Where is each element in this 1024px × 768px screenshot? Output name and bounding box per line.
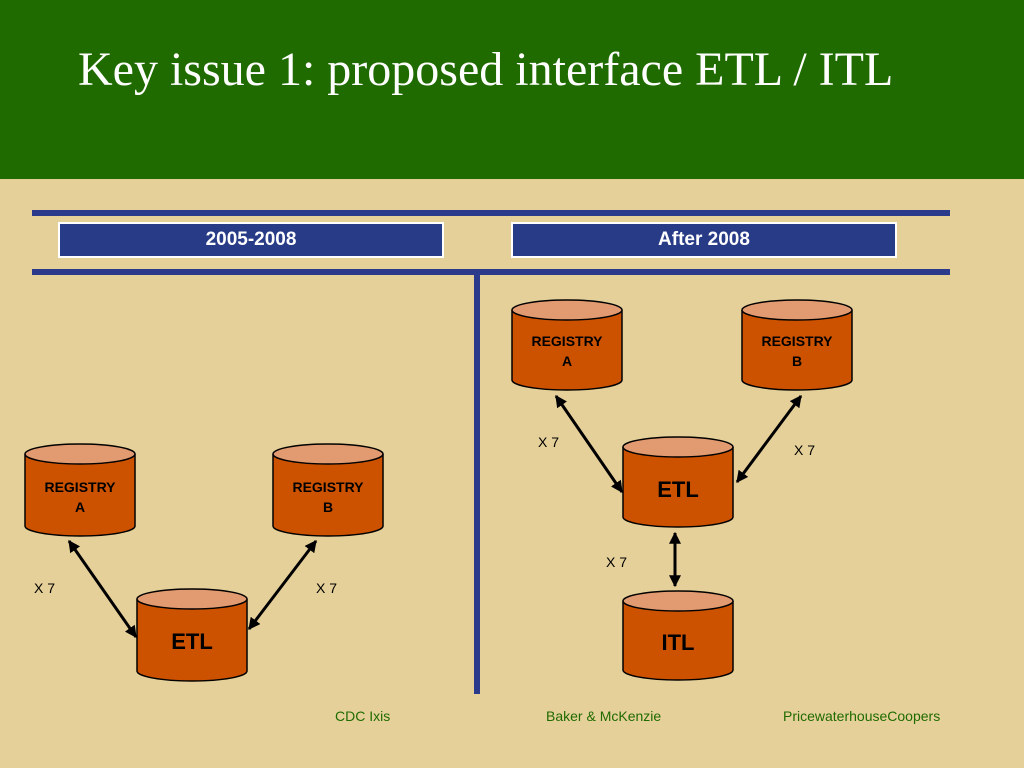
header-left: 2005-2008 [58, 222, 444, 258]
top-divider [32, 210, 950, 216]
left-registry-b-label: REGISTRY [292, 479, 364, 495]
header-right: After 2008 [511, 222, 897, 258]
right-registry-a-cylinder: REGISTRY A [511, 299, 623, 391]
left-registry-b-sublabel: B [323, 499, 333, 515]
column-divider [474, 272, 480, 694]
left-x7-label-a: X 7 [34, 580, 55, 596]
left-registry-a-label: REGISTRY [44, 479, 116, 495]
right-etl-cylinder: ETL [622, 436, 734, 528]
right-registry-b-cylinder: REGISTRY B [741, 299, 853, 391]
right-etl-label: ETL [657, 477, 699, 502]
footer-left: CDC Ixis [335, 708, 391, 724]
right-registry-b-sublabel: B [792, 353, 802, 369]
right-registry-a-sublabel: A [562, 353, 572, 369]
header-divider [32, 269, 950, 275]
right-registry-b-label: REGISTRY [761, 333, 833, 349]
left-etl-label: ETL [171, 629, 213, 654]
right-x7-label-a: X 7 [538, 434, 559, 450]
left-arrow-registry-b-etl [247, 540, 318, 630]
title-bar: Key issue 1: proposed interface ETL / IT… [0, 0, 1024, 179]
left-x7-label-b: X 7 [316, 580, 337, 596]
footer-right: PricewaterhouseCoopers [783, 708, 941, 724]
left-etl-cylinder: ETL [136, 588, 248, 682]
right-x7-label-b: X 7 [794, 442, 815, 458]
left-registry-a-cylinder: REGISTRY A [24, 443, 136, 537]
right-itl-label: ITL [662, 630, 695, 655]
right-registry-a-label: REGISTRY [531, 333, 603, 349]
right-itl-cylinder: ITL [622, 590, 734, 681]
footer-center: Baker & McKenzie [546, 708, 662, 724]
right-arrow-registry-a-etl [554, 395, 624, 493]
slide-title: Key issue 1: proposed interface ETL / IT… [78, 43, 894, 96]
left-registry-b-cylinder: REGISTRY B [272, 443, 384, 537]
right-x7-label-itl: X 7 [606, 554, 627, 570]
left-registry-a-sublabel: A [75, 499, 85, 515]
left-arrow-registry-a-etl [67, 540, 138, 638]
right-arrow-registry-b-etl [735, 395, 803, 483]
